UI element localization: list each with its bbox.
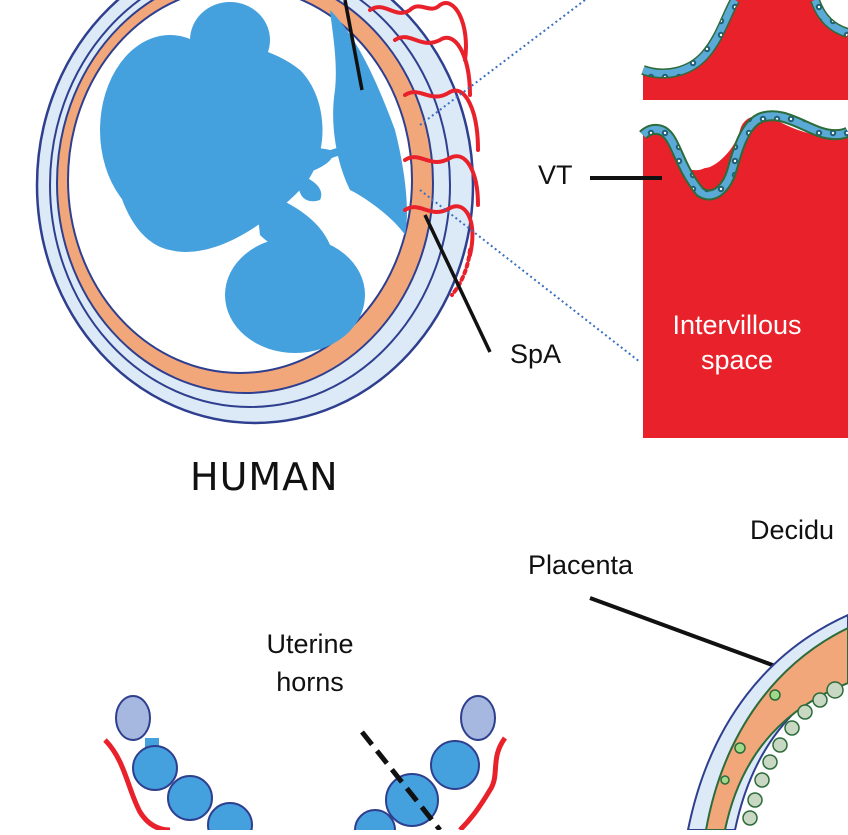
uterus-serosa-ring [49, 0, 451, 408]
spa-pointer [423, 214, 492, 353]
placenta-disc [330, 10, 407, 235]
fetus [100, 2, 365, 353]
pointer-top [343, 0, 364, 91]
zoom-line-top [419, 0, 586, 126]
left-horn-sacs [132, 738, 253, 835]
left-uterine-artery [103, 738, 171, 833]
umbilical-cord [298, 146, 351, 169]
intervillous-inset [639, 0, 848, 438]
right-horn-sacs [354, 740, 480, 835]
uterine-horns [103, 695, 508, 835]
right-ovary [460, 695, 496, 741]
intervillous-label-line2: space [700, 345, 774, 375]
human-heading: HUMAN [190, 455, 339, 499]
vt-label: VT [538, 160, 573, 190]
section-cut-line [360, 730, 442, 832]
mouse-glycogen-cells [720, 689, 781, 785]
mouse-implantation-site [686, 613, 848, 831]
intervillous-label-line1: Intervillous [672, 310, 802, 340]
zoom-line-bottom [419, 189, 641, 363]
right-uterine-artery [458, 736, 508, 832]
placenta-label: Placenta [528, 550, 634, 580]
intervillous-label: Intervillous space [662, 310, 812, 376]
uterine-horns-line2: horns [276, 667, 344, 697]
spa-label: SpA [510, 339, 562, 369]
uterine-horns-line1: Uterine [266, 629, 354, 659]
left-ovary [115, 695, 151, 741]
lower-villus-trophoblast [640, 112, 848, 199]
human-uterus [35, 0, 641, 425]
decidua-label: Decidu [750, 515, 835, 545]
mouse-placental-cells [742, 681, 844, 826]
uterine-horns-label: Uterine horns [240, 625, 380, 701]
upper-villus-gap-left [643, 0, 735, 74]
